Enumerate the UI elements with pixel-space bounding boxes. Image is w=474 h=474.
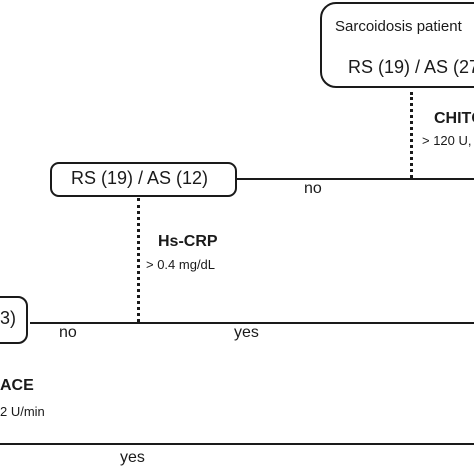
mid-node-label: RS (19) / AS (12) bbox=[71, 168, 209, 188]
chito-label: CHITC bbox=[434, 110, 474, 127]
root-node-title: Sarcoidosis patient bbox=[335, 18, 462, 35]
edge-label-yes-bottom: yes bbox=[120, 449, 145, 466]
root-node-counts: RS (19) / AS (27 bbox=[348, 57, 474, 77]
edge-label-yes-mid: yes bbox=[234, 324, 259, 341]
chito-threshold: > 120 U, bbox=[422, 133, 472, 148]
mid-node bbox=[50, 162, 237, 197]
ace-threshold: 2 U/min bbox=[0, 404, 45, 419]
left-node-label: 3) bbox=[0, 308, 17, 328]
edge-mid-line bbox=[30, 322, 474, 324]
hscrp-connector bbox=[137, 198, 140, 322]
ace-label: ACE bbox=[0, 377, 34, 394]
edge-label-no-top: no bbox=[304, 180, 322, 197]
hscrp-label: Hs-CRP bbox=[158, 233, 218, 250]
edge-label-no-mid: no bbox=[59, 324, 77, 341]
hscrp-threshold: > 0.4 mg/dL bbox=[146, 257, 216, 272]
left-node bbox=[0, 296, 28, 344]
edge-top-line bbox=[236, 178, 474, 180]
chito-connector bbox=[410, 92, 413, 178]
edge-bottom-line bbox=[0, 443, 474, 445]
root-node bbox=[320, 2, 474, 88]
